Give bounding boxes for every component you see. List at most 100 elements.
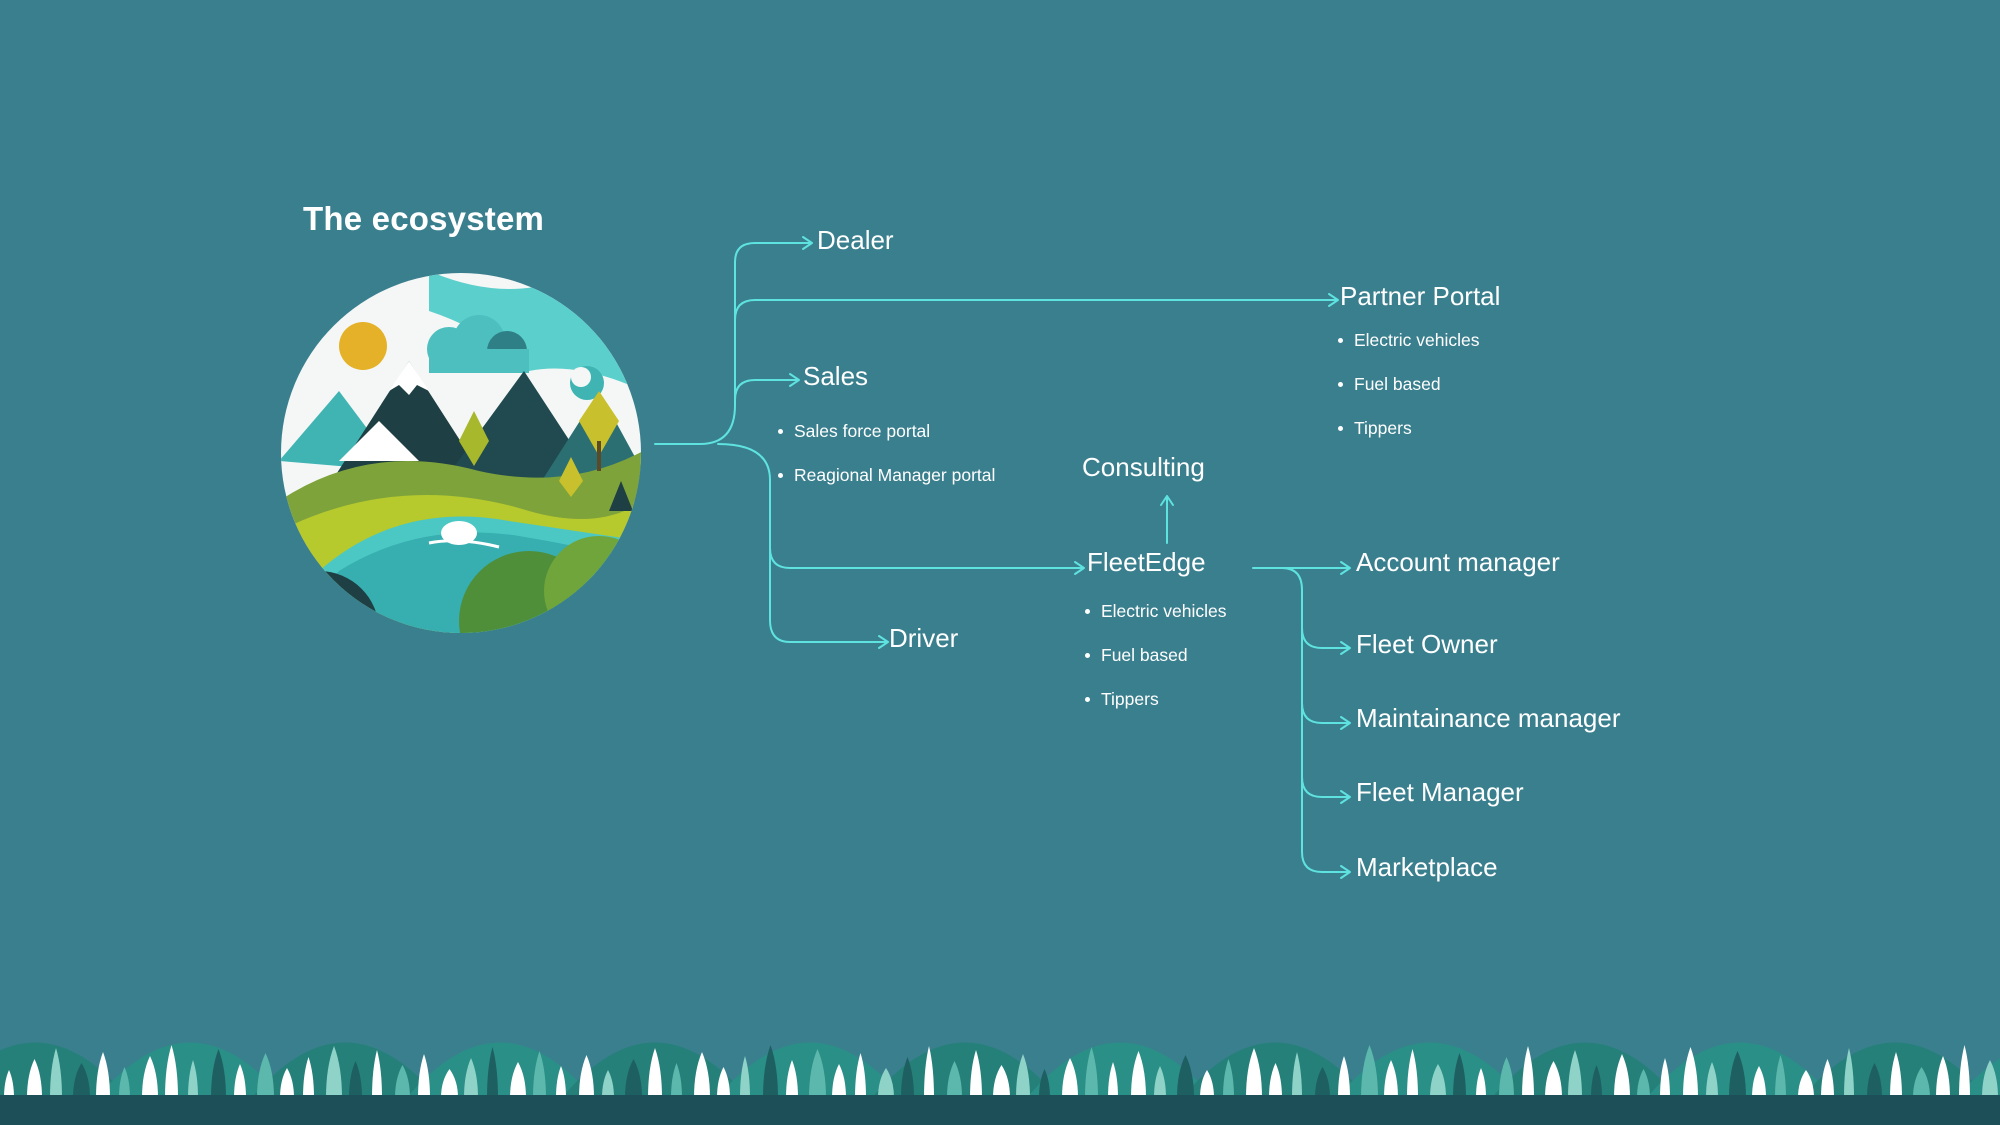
pine-tree-icon — [487, 1047, 498, 1098]
pine-tree-icon — [1453, 1053, 1466, 1098]
arrowhead — [802, 236, 813, 250]
pine-tree-icon — [1016, 1054, 1030, 1098]
list-item: Reagional Manager portal — [778, 463, 995, 507]
arrowhead — [1074, 561, 1085, 575]
pine-tree-icon — [1959, 1045, 1970, 1098]
node-dealer: Dealer — [817, 225, 894, 255]
landscape-illustration — [281, 273, 641, 633]
hill-shape — [870, 1042, 1060, 1100]
pine-tree-icon — [372, 1050, 382, 1098]
connector-to-fleet-manager — [1301, 776, 1349, 798]
pine-tree-icon — [855, 1053, 866, 1098]
hill-shape — [250, 1042, 440, 1100]
node-fleetedge: FleetEdge — [1087, 547, 1206, 577]
arrowhead — [1340, 865, 1351, 879]
pine-tree-icon — [1223, 1059, 1234, 1098]
hill-shape — [405, 1042, 595, 1100]
arrowhead — [1328, 293, 1339, 307]
pine-tree-icon — [280, 1068, 294, 1098]
pine-tree-icon — [671, 1063, 682, 1098]
pine-tree-icon — [1683, 1047, 1698, 1098]
node-fleet-owner: Fleet Owner — [1356, 629, 1498, 659]
pine-tree-icon — [1821, 1059, 1834, 1098]
node-fleet-manager: Fleet Manager — [1356, 777, 1524, 807]
pine-tree-icon — [1246, 1048, 1262, 1098]
pine-tree-icon — [1890, 1052, 1902, 1098]
pine-tree-icon — [579, 1055, 594, 1098]
pine-tree-icon — [234, 1064, 246, 1098]
pine-tree-icon — [1131, 1051, 1146, 1098]
pine-tree-icon — [418, 1054, 430, 1098]
sun-icon — [339, 322, 387, 370]
pine-tree-icon — [1177, 1055, 1194, 1098]
pine-tree-icon — [717, 1067, 730, 1098]
pine-tree-icon — [1982, 1060, 1998, 1098]
pine-tree-icon — [1039, 1069, 1050, 1098]
arrowhead — [1340, 790, 1351, 804]
list-item: Electric vehicles — [1085, 599, 1226, 643]
fleetedge-list: Electric vehicles Fuel based Tippers — [1085, 599, 1226, 731]
pine-tree-icon — [1269, 1063, 1282, 1098]
pine-tree-icon — [1200, 1070, 1214, 1098]
arrowhead — [1340, 716, 1351, 730]
pine-tree-icon — [1154, 1066, 1166, 1098]
node-partner-portal: Partner Portal — [1340, 281, 1501, 311]
pine-tree-icon — [1062, 1058, 1078, 1098]
pine-tree-icon — [1108, 1062, 1118, 1098]
pine-tree-icon — [27, 1059, 42, 1098]
pine-tree-icon — [1545, 1061, 1562, 1098]
pine-tree-icon — [786, 1060, 798, 1098]
pine-tree-icon — [809, 1049, 826, 1098]
connector-to-fleet-owner — [1301, 627, 1349, 649]
pine-tree-icon — [556, 1066, 566, 1098]
pine-tree-icon — [165, 1045, 178, 1098]
connector-to-driver — [769, 547, 887, 643]
list-item: Electric vehicles — [1338, 328, 1479, 372]
pine-tree-icon — [1844, 1048, 1854, 1098]
pine-tree-icon — [1798, 1070, 1814, 1098]
pine-tree-icon — [349, 1061, 362, 1098]
node-maintainance-manager: Maintainance manager — [1356, 703, 1621, 733]
arrowhead — [789, 373, 800, 387]
forest-footer — [0, 1042, 2000, 1125]
connector-to-maintainance-manager — [1301, 702, 1349, 724]
arrowhead — [1160, 495, 1174, 506]
pine-tree-icon — [50, 1048, 62, 1098]
pine-tree-icon — [142, 1056, 158, 1098]
pine-tree-icon — [648, 1048, 662, 1098]
connector-fleetedge-branch — [1281, 567, 1349, 873]
pine-tree-icon — [970, 1050, 982, 1098]
pine-tree-icon — [1407, 1049, 1418, 1098]
pine-tree-icon — [901, 1057, 914, 1098]
node-driver: Driver — [889, 623, 959, 653]
arrowhead — [1340, 561, 1351, 575]
sales-list: Sales force portal Reagional Manager por… — [778, 419, 995, 507]
pine-tree-icon — [1085, 1047, 1098, 1098]
pine-tree-icon — [1706, 1062, 1718, 1098]
pine-tree-icon — [1499, 1057, 1514, 1098]
node-consulting: Consulting — [1082, 452, 1205, 482]
pine-tree-icon — [1913, 1067, 1930, 1098]
pine-tree-icon — [211, 1049, 226, 1098]
pine-tree-icon — [1315, 1067, 1330, 1098]
pine-tree-icon — [1476, 1068, 1486, 1098]
pine-tree-icon — [832, 1064, 846, 1098]
node-account-manager: Account manager — [1356, 547, 1560, 577]
pine-tree-icon — [1637, 1069, 1650, 1098]
pine-tree-icon — [602, 1070, 614, 1098]
pine-tree-icon — [1522, 1046, 1534, 1098]
pine-tree-icon — [1430, 1064, 1446, 1098]
list-item: Fuel based — [1085, 643, 1226, 687]
pine-tree-icon — [1936, 1056, 1950, 1098]
pine-tree-icon — [1591, 1065, 1602, 1098]
pine-tree-icon — [96, 1052, 110, 1098]
list-item: Tippers — [1085, 687, 1226, 731]
pine-tree-icon — [326, 1046, 342, 1098]
node-sales: Sales — [803, 361, 869, 391]
pine-tree-icon — [1361, 1045, 1378, 1098]
pine-tree-icon — [510, 1062, 526, 1098]
list-item: Sales force portal — [778, 419, 995, 463]
connector-to-dealer — [654, 242, 811, 445]
pine-tree-icon — [533, 1051, 546, 1098]
